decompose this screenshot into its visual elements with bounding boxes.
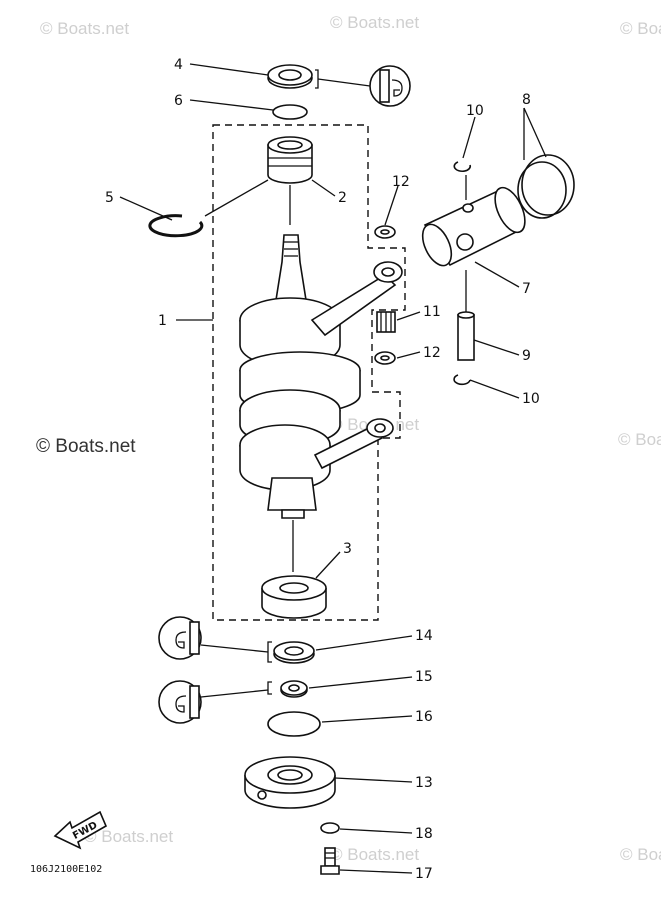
callout-15: 15 [415,669,433,685]
piston-pin-clip-top [453,161,472,173]
bolt-17 [320,847,340,875]
crankshaft-assembly-outline [212,124,406,621]
piston [421,186,526,267]
callout-14: 14 [415,628,433,644]
leader-lines [119,63,547,874]
watermark: © Boats.net [84,827,173,846]
oil-seal-top [267,64,313,89]
bottom-bearing [261,575,327,619]
watermark: © Boats.net [330,13,419,32]
callout-11: 11 [423,304,441,320]
callout-3: 3 [343,541,352,557]
callout-1: 1 [158,313,167,329]
needle-bearing [376,311,396,333]
callout-4: 4 [174,57,183,73]
top-bearing [267,136,313,184]
circlip [148,214,204,238]
callout-12-top: 12 [392,174,410,190]
diagram-code: 106J2100E102 [30,864,102,875]
callout-13: 13 [415,775,433,791]
callout-2: 2 [338,190,347,206]
watermark: © Boats.net [330,845,419,864]
watermark: © Boats.net [618,430,661,449]
lower-bearing-housing [244,756,336,809]
callout-6: 6 [174,93,183,109]
callout-labels: 4 6 2 5 1 12 10 8 7 11 12 9 10 3 14 15 1… [105,57,540,882]
oil-seal-15 [280,680,308,698]
o-ring-16 [267,711,321,737]
callout-16: 16 [415,709,433,725]
piston-pin-clip-bottom [453,374,471,386]
piston-rings [517,154,575,219]
watermark: © Boats.net [36,436,136,457]
o-ring-top [272,104,308,120]
callout-8: 8 [522,92,531,108]
grease-symbol-icon [158,680,202,724]
grease-symbol-icon [369,65,411,107]
callout-12-bottom: 12 [423,345,441,361]
crankshaft [239,234,403,519]
oil-seal-14 [273,641,315,664]
watermark: © Boats.net [40,19,129,38]
watermark: © Boats.net [620,19,661,38]
callout-17: 17 [415,866,433,882]
leader-line [317,78,371,87]
watermark: © Boats.net [620,845,661,864]
piston-pin [457,311,475,361]
callout-7: 7 [522,281,531,297]
grease-symbol-icon [158,616,202,660]
callout-10-top: 10 [466,103,484,119]
washer-18 [320,822,340,834]
callout-18: 18 [415,826,433,842]
callout-9: 9 [522,348,531,364]
bracket [315,69,319,89]
callout-10-bottom: 10 [522,391,540,407]
watermark-layer: © Boats.net © Boats.net © Boats.net © Bo… [36,13,661,864]
callout-5: 5 [105,190,114,206]
